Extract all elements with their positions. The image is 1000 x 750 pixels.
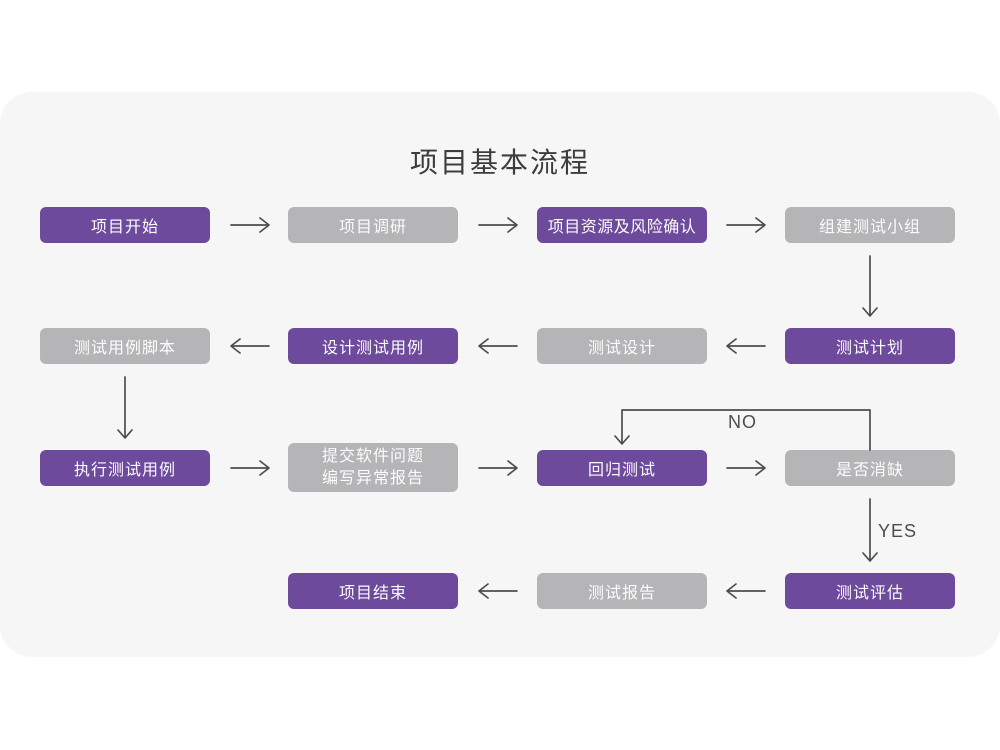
node-label: 执行测试用例 bbox=[73, 462, 176, 479]
node-label: 组建测试小组 bbox=[818, 219, 921, 236]
node-label: 项目结束 bbox=[338, 585, 407, 602]
node-label-line1: 提交软件问题 bbox=[321, 447, 424, 465]
node-project-end: 项目结束 bbox=[288, 573, 458, 609]
node-resource-risk-confirm: 项目资源及风险确认 bbox=[537, 207, 707, 243]
node-regression-test: 回归测试 bbox=[537, 450, 707, 486]
node-test-evaluation: 测试评估 bbox=[785, 573, 955, 609]
node-label: 测试设计 bbox=[587, 340, 656, 357]
node-label: 项目资源及风险确认 bbox=[547, 219, 697, 236]
node-test-plan: 测试计划 bbox=[785, 328, 955, 364]
page-title: 项目基本流程 bbox=[409, 147, 590, 178]
node-label-line2: 编写异常报告 bbox=[321, 469, 424, 487]
node-label: 项目调研 bbox=[338, 219, 407, 236]
node-project-start: 项目开始 bbox=[40, 207, 210, 243]
node-submit-issue-report: 提交软件问题 编写异常报告 bbox=[288, 443, 458, 492]
node-label: 测试计划 bbox=[835, 340, 904, 357]
node-test-case-script: 测试用例脚本 bbox=[40, 328, 210, 364]
node-label: 测试用例脚本 bbox=[73, 340, 176, 357]
node-label: 测试评估 bbox=[835, 585, 904, 602]
node-label: 回归测试 bbox=[587, 462, 656, 479]
node-project-research: 项目调研 bbox=[288, 207, 458, 243]
node-label: 项目开始 bbox=[90, 219, 159, 236]
node-defect-cleared-check: 是否消缺 bbox=[785, 450, 955, 486]
node-test-report: 测试报告 bbox=[537, 573, 707, 609]
branch-label-no: NO bbox=[728, 412, 757, 432]
node-design-test-cases: 设计测试用例 bbox=[288, 328, 458, 364]
flow-card bbox=[0, 92, 1000, 657]
branch-label-yes: YES bbox=[878, 521, 918, 541]
node-execute-test-cases: 执行测试用例 bbox=[40, 450, 210, 486]
node-label: 测试报告 bbox=[587, 585, 656, 602]
node-label: 是否消缺 bbox=[835, 462, 904, 479]
node-label: 设计测试用例 bbox=[321, 340, 424, 357]
node-build-test-team: 组建测试小组 bbox=[785, 207, 955, 243]
node-test-design: 测试设计 bbox=[537, 328, 707, 364]
